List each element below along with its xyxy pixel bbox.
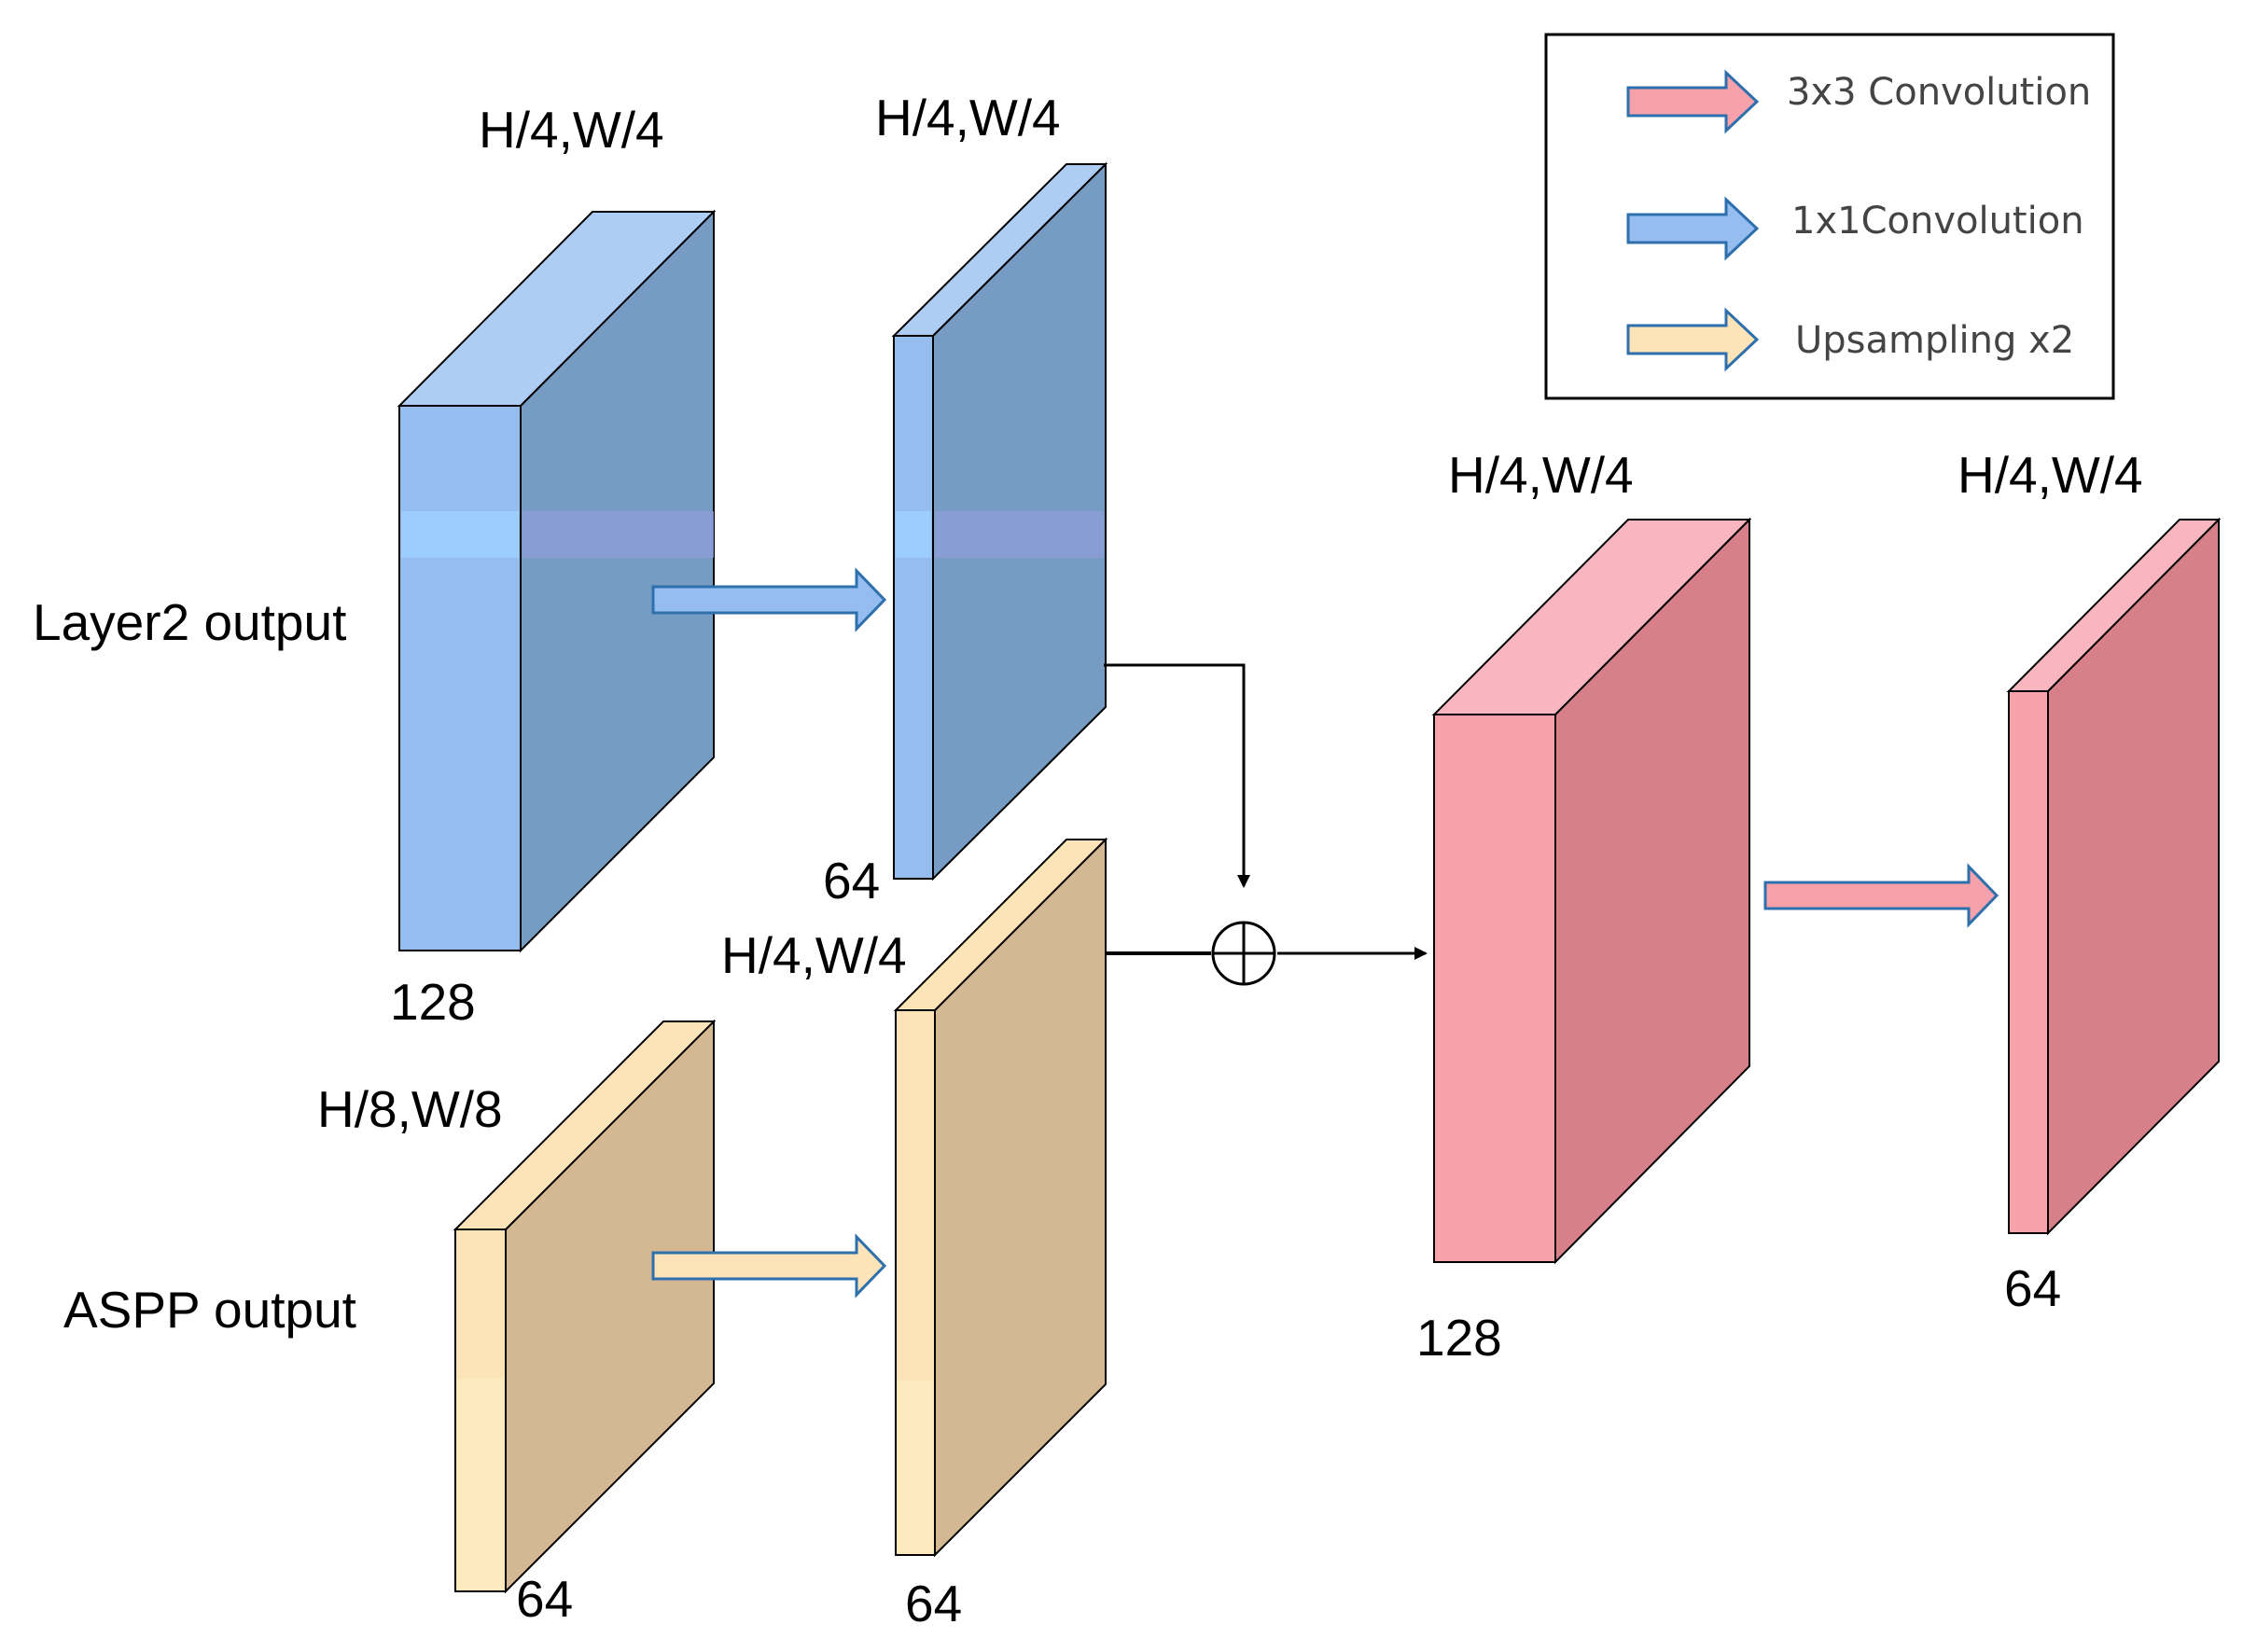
- layer2-to-sum-connector: [1104, 663, 1250, 888]
- output-conv-dims: H/4,W/4: [1957, 446, 2143, 504]
- aspp-input-channels: 64: [516, 1570, 573, 1628]
- legend-3x3-conv-arrow-icon: [1626, 69, 1760, 134]
- aspp-input-dims: H/8,W/8: [317, 1080, 503, 1138]
- elementwise-sum-icon: [1211, 921, 1276, 986]
- legend-1x1-conv-arrow-icon: [1626, 196, 1760, 261]
- layer2-output-label: Layer2 output: [33, 593, 346, 651]
- legend-1x1-conv-label: 1x1Convolution: [1791, 200, 2084, 243]
- upsampling-arrow: [651, 1233, 887, 1298]
- layer2-input-channels: 128: [390, 973, 476, 1031]
- aspp-upsampled-block: [893, 837, 1108, 1558]
- layer2-input-dims: H/4,W/4: [479, 101, 664, 159]
- output-conv-channels: 64: [2004, 1259, 2061, 1317]
- layer2-conv-dims: H/4,W/4: [875, 89, 1061, 146]
- 3x3-conv-arrow: [1763, 863, 1999, 928]
- layer2-conv-channels: 64: [823, 852, 880, 909]
- legend-3x3-conv-label: 3x3 Convolution: [1787, 71, 2091, 114]
- legend-upsampling-label: Upsampling x2: [1795, 319, 2074, 362]
- layer2-conv-block: [891, 161, 1108, 882]
- aspp-upsampled-dims: H/4,W/4: [721, 926, 907, 984]
- fused-conv-channels: 128: [1416, 1309, 1502, 1367]
- fused-conv-block: [1431, 517, 1752, 1265]
- legend: 3x3 Convolution 1x1Convolution Upsamplin…: [1544, 33, 2115, 400]
- aspp-output-label: ASPP output: [63, 1281, 356, 1339]
- aspp-upsampled-channels: 64: [905, 1575, 962, 1632]
- aspp-input-block: [453, 1019, 717, 1594]
- layer2-input-block: [397, 209, 717, 953]
- 1x1-conv-arrow: [651, 567, 887, 632]
- output-conv-block: [2006, 517, 2222, 1236]
- fused-conv-dims: H/4,W/4: [1448, 446, 1634, 504]
- legend-upsampling-arrow-icon: [1626, 307, 1760, 372]
